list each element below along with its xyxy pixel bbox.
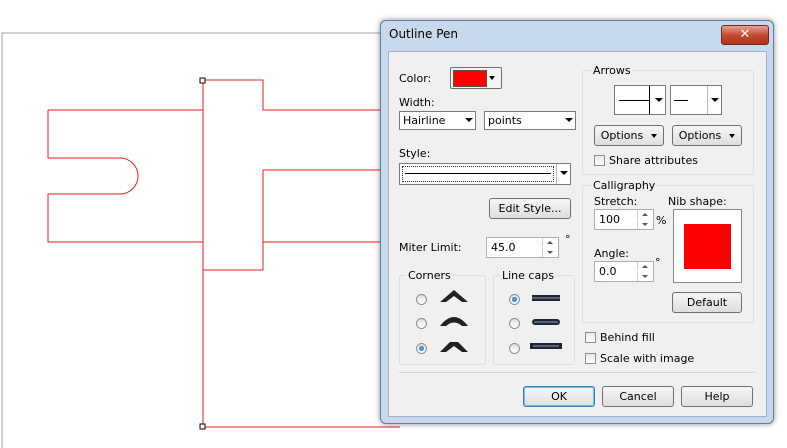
angle-input[interactable]: 0.0 xyxy=(594,261,654,282)
options-label: Options xyxy=(600,129,644,142)
bevel-corner-icon xyxy=(440,342,468,352)
close-icon: ✕ xyxy=(739,27,751,42)
corner-shapes xyxy=(440,290,468,352)
behind-fill-label: Behind fill xyxy=(600,331,655,344)
solid-line-icon xyxy=(405,173,551,174)
arrows-group xyxy=(582,70,754,175)
start-arrow-select[interactable] xyxy=(614,85,666,115)
scale-with-image-checkbox[interactable] xyxy=(585,353,596,364)
width-label: Width: xyxy=(399,96,435,109)
options-label: Options xyxy=(678,129,722,142)
chevron-down-icon xyxy=(655,98,663,102)
dialog-body: Color: Width: Hairline points Style: Edi… xyxy=(388,51,767,417)
color-label: Color: xyxy=(399,72,432,85)
spin-up-icon[interactable] xyxy=(637,210,653,219)
angle-value: 0.0 xyxy=(599,265,617,278)
width-select[interactable]: Hairline xyxy=(399,111,476,130)
behind-fill-checkbox[interactable] xyxy=(585,332,596,343)
spin-up-icon[interactable] xyxy=(637,262,653,271)
ok-button[interactable]: OK xyxy=(523,386,595,407)
width-unit-value: points xyxy=(488,114,522,127)
selection-handle[interactable] xyxy=(199,423,206,430)
cap-square-radio[interactable] xyxy=(509,343,520,354)
arrows-options-left-button[interactable]: Options xyxy=(594,125,664,146)
title-bar[interactable]: Outline Pen ✕ xyxy=(381,21,773,45)
color-swatch xyxy=(453,70,487,87)
nib-square-icon xyxy=(684,224,731,269)
spin-down-icon[interactable] xyxy=(542,248,558,257)
close-button[interactable]: ✕ xyxy=(721,25,769,45)
page-border xyxy=(1,32,380,448)
cap-shapes xyxy=(530,295,562,349)
spin-up-icon[interactable] xyxy=(542,238,558,247)
stretch-percent-unit: % xyxy=(656,214,667,227)
round-corner-icon xyxy=(440,317,468,326)
selection-handle[interactable] xyxy=(199,77,206,84)
cancel-button[interactable]: Cancel xyxy=(602,386,674,407)
chevron-down-icon xyxy=(651,134,658,138)
arrow-line-icon xyxy=(674,100,688,101)
help-button[interactable]: Help xyxy=(681,386,753,407)
arrow-line-icon xyxy=(619,100,649,101)
cap-butt-radio[interactable] xyxy=(509,294,520,305)
color-picker[interactable] xyxy=(450,67,502,89)
cap-round-radio[interactable] xyxy=(509,318,520,329)
chevron-down-icon xyxy=(489,76,495,80)
corners-title: Corners xyxy=(406,269,453,282)
miter-limit-value: 45.0 xyxy=(491,241,516,254)
width-value: Hairline xyxy=(403,114,446,127)
share-attributes-checkbox[interactable] xyxy=(594,155,605,166)
stretch-label: Stretch: xyxy=(594,195,638,208)
dialog-title: Outline Pen xyxy=(389,27,459,41)
selected-shape[interactable] xyxy=(47,79,400,428)
arrows-title: Arrows xyxy=(591,64,633,77)
spin-down-icon[interactable] xyxy=(637,272,653,281)
butt-cap-icon xyxy=(532,295,560,301)
scale-with-image-label: Scale with image xyxy=(600,352,695,365)
stretch-input[interactable]: 100 xyxy=(594,209,654,230)
calligraphy-group xyxy=(582,185,754,323)
miter-degree-unit: ° xyxy=(565,233,571,246)
square-cap-icon xyxy=(530,343,562,349)
nib-shape-preview[interactable] xyxy=(673,209,742,283)
share-attributes-label: Share attributes xyxy=(609,154,698,167)
chevron-down-icon xyxy=(465,118,473,122)
corner-bevel-radio[interactable] xyxy=(416,343,427,354)
miter-corner-icon xyxy=(440,290,468,302)
edit-style-button[interactable]: Edit Style... xyxy=(489,198,571,219)
chevron-down-icon xyxy=(711,98,719,102)
default-button[interactable]: Default xyxy=(672,292,742,313)
angle-label: Angle: xyxy=(594,247,630,260)
chevron-down-icon xyxy=(560,171,568,175)
style-select[interactable] xyxy=(399,163,571,185)
outline-pen-dialog: Outline Pen ✕ Color: Width: Hairline poi… xyxy=(380,20,774,424)
width-unit-select[interactable]: points xyxy=(484,111,576,130)
arrows-options-right-button[interactable]: Options xyxy=(672,125,742,146)
style-label: Style: xyxy=(399,147,431,160)
miter-limit-input[interactable]: 45.0 xyxy=(486,237,559,258)
stretch-value: 100 xyxy=(599,213,620,226)
miter-limit-label: Miter Limit: xyxy=(399,241,462,254)
spin-down-icon[interactable] xyxy=(637,220,653,229)
style-preview xyxy=(402,166,554,182)
chevron-down-icon xyxy=(565,118,573,122)
round-cap-icon xyxy=(532,319,560,325)
angle-degree-unit: ° xyxy=(655,256,661,269)
chevron-down-icon xyxy=(729,134,736,138)
corner-miter-radio[interactable] xyxy=(416,294,427,305)
line-caps-title: Line caps xyxy=(500,269,556,282)
corner-round-radio[interactable] xyxy=(416,318,427,329)
separator xyxy=(399,372,755,373)
end-arrow-select[interactable] xyxy=(670,85,722,115)
calligraphy-title: Calligraphy xyxy=(591,179,658,192)
nib-shape-label: Nib shape: xyxy=(668,195,727,208)
